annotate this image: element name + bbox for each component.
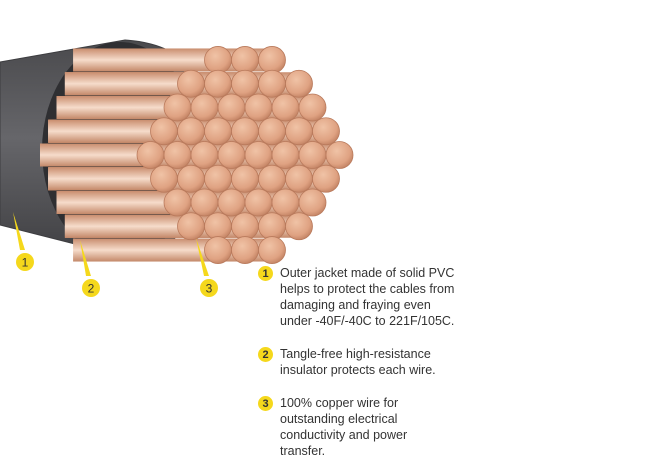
copper-strand-end: [298, 141, 327, 169]
marker-1-label: 1: [22, 256, 29, 270]
copper-strand-end: [204, 236, 232, 264]
copper-strand-end: [163, 141, 192, 169]
cable-illustration: 1 2 3: [0, 39, 354, 297]
copper-strand-end: [231, 236, 259, 264]
copper-strand-end: [190, 93, 219, 122]
marker-2-label: 2: [88, 282, 95, 296]
copper-strand-end: [177, 117, 205, 146]
copper-strand-end: [285, 212, 313, 241]
copper-strand-end: [258, 117, 286, 146]
marker-1: 1: [13, 212, 34, 271]
feature-description: Outer jacket made of solid PVC helps to …: [280, 266, 455, 328]
feature-number-badge: 2: [258, 347, 273, 362]
marker-1-pointer: [13, 212, 25, 250]
copper-strand-end: [204, 69, 232, 98]
copper-strand-end: [204, 164, 232, 193]
feature-number-badge: 3: [258, 396, 273, 411]
copper-strand-end: [231, 164, 259, 193]
copper-strand-end: [136, 141, 165, 169]
copper-strand-ends: [136, 46, 354, 264]
copper-strand-end: [258, 212, 286, 241]
copper-strand-end: [325, 141, 354, 169]
marker-3: 3: [196, 238, 218, 297]
copper-strand-end: [244, 141, 273, 169]
marker-3-badge: [200, 279, 218, 297]
copper-strand-end: [204, 46, 232, 74]
feature-list: 1 Outer jacket made of solid PVC helps t…: [258, 265, 618, 476]
copper-strand-end: [163, 188, 192, 217]
copper-strand-end: [190, 141, 219, 169]
copper-strand-end: [163, 93, 192, 122]
marker-1-badge: [16, 253, 34, 271]
copper-strand-end: [244, 188, 273, 217]
feature-description: 100% copper wire for outstanding electri…: [280, 396, 408, 458]
copper-strand-end: [271, 93, 300, 122]
copper-strand-end: [244, 93, 273, 122]
copper-strand-end: [231, 212, 259, 241]
marker-3-label: 3: [206, 282, 213, 296]
marker-3-pointer: [196, 238, 209, 276]
copper-strand-end: [285, 69, 313, 98]
copper-strand-end: [190, 188, 219, 217]
copper-strand-end: [217, 93, 246, 122]
copper-strand-end: [204, 117, 232, 146]
feature-number-badge: 1: [258, 266, 273, 281]
copper-strand-end: [231, 117, 259, 146]
copper-strand-end: [285, 117, 313, 146]
copper-strand-end: [258, 164, 286, 193]
copper-strand-end: [258, 46, 286, 74]
copper-strand-end: [285, 164, 313, 193]
copper-strand-end: [312, 164, 340, 193]
copper-strand-end: [177, 69, 205, 98]
copper-strand-end: [217, 141, 246, 169]
copper-strand-end: [231, 69, 259, 98]
copper-strand-end: [150, 164, 178, 193]
feature-description: Tangle-free high-resistance insulator pr…: [280, 347, 436, 377]
marker-2: 2: [80, 240, 100, 297]
copper-strand-end: [271, 141, 300, 169]
marker-2-pointer: [80, 240, 91, 276]
copper-strand-end: [271, 188, 300, 217]
copper-strand-end: [312, 117, 340, 146]
marker-2-badge: [82, 279, 100, 297]
feature-item-2: 2 Tangle-free high-resistance insulator …: [258, 346, 618, 378]
copper-strand-end: [204, 212, 232, 241]
copper-strand-end: [298, 93, 327, 122]
copper-strand-end: [231, 46, 259, 74]
copper-strand-end: [177, 212, 205, 241]
copper-strand-end: [258, 236, 286, 264]
copper-strand-end: [217, 188, 246, 217]
feature-item-1: 1 Outer jacket made of solid PVC helps t…: [258, 265, 618, 329]
copper-strand-end: [177, 164, 205, 193]
feature-item-3: 3 100% copper wire for outstanding elect…: [258, 395, 618, 459]
copper-strand-end: [150, 117, 178, 146]
copper-strand-end: [298, 188, 327, 217]
copper-strand-end: [258, 69, 286, 98]
